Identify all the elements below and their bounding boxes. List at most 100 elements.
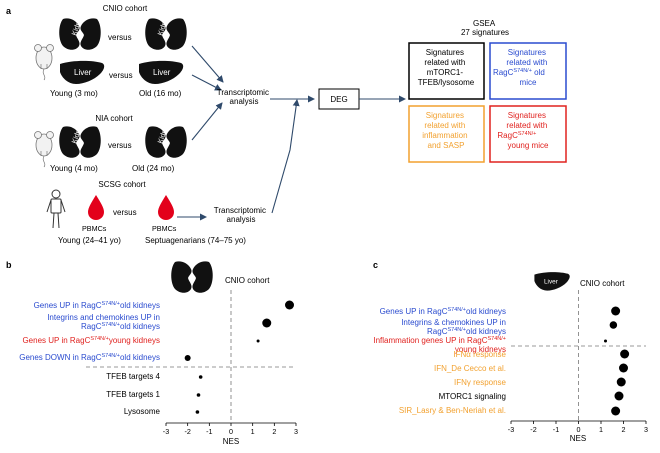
cnio-cohort-title: CNIO cohort bbox=[103, 4, 148, 13]
scsg-young-label: Young (24–41 yo) bbox=[58, 236, 121, 245]
ragc-young-signature-box bbox=[489, 105, 567, 163]
row-label: IFNα response bbox=[453, 350, 506, 359]
scsg-cohort-title: SCSG cohort bbox=[98, 180, 146, 189]
data-point bbox=[285, 300, 294, 310]
panel-b-row-labels: Genes UP in RagCS74N/+old kidneys Integr… bbox=[19, 301, 160, 416]
data-point bbox=[198, 375, 203, 379]
panel-b-label: b bbox=[6, 260, 12, 270]
row-label: Integrins and chemokines UP in bbox=[47, 313, 160, 322]
data-point bbox=[616, 377, 626, 387]
panel-b-dot-plot: -3 -2 -1 0 1 2 3 bbox=[86, 290, 298, 436]
nia-old-label: Old (24 mo) bbox=[132, 164, 175, 173]
nia-young-label: Young (4 mo) bbox=[50, 164, 98, 173]
panel-c-row-labels: Genes UP in RagCS74N/+old kidneys Integr… bbox=[373, 307, 506, 415]
x-tick-label: -3 bbox=[508, 425, 514, 434]
panel-c-xlabel: NES bbox=[570, 434, 586, 443]
versus-label: versus bbox=[109, 71, 133, 80]
x-tick-label: 2 bbox=[622, 425, 626, 434]
transcriptomic-label-1: Transcriptomic analysis bbox=[217, 88, 271, 106]
versus-label: versus bbox=[108, 33, 132, 42]
liver-icon: Liver bbox=[139, 60, 184, 84]
data-point bbox=[611, 306, 621, 316]
row-label: Inflammation genes UP in RagCS74N/+ bbox=[373, 336, 506, 345]
row-label: IFN_De Cecco et al. bbox=[434, 364, 506, 373]
data-point bbox=[609, 321, 618, 329]
cnio-old-label: Old (16 mo) bbox=[139, 89, 182, 98]
data-point bbox=[196, 393, 201, 397]
svg-text:Liver: Liver bbox=[74, 68, 92, 77]
data-point bbox=[620, 349, 630, 359]
versus-label: versus bbox=[108, 141, 132, 150]
x-tick-label: 3 bbox=[294, 427, 298, 436]
row-label: IFNγ response bbox=[454, 378, 507, 387]
inflammation-signature-text: Signatures related with inflammation and… bbox=[422, 111, 470, 150]
ragc-young-signature-text: Signatures related with RagCS74N/+ young… bbox=[497, 111, 549, 150]
gsea-title: GSEA 27 signatures bbox=[461, 19, 509, 37]
row-label: TFEB targets 4 bbox=[106, 372, 160, 381]
svg-text:Liver: Liver bbox=[153, 68, 171, 77]
scsg-old-label: Septuagenarians (74–75 yo) bbox=[145, 236, 246, 245]
kidney-icon: Kidney bbox=[145, 13, 187, 50]
row-label: SIR_Lasry & Ben-Neriah et al. bbox=[399, 406, 506, 415]
ragc-old-signature-box bbox=[489, 42, 567, 100]
x-tick-label: -2 bbox=[530, 425, 536, 434]
row-label: Genes UP in RagCS74N/+old kidneys bbox=[380, 307, 506, 316]
transcriptomic-label-2: Transcriptomic analysis bbox=[214, 206, 268, 224]
kidney-icon bbox=[171, 261, 213, 293]
mtorc1-signature-text: Signatures related with mTORC1- TFEB/lys… bbox=[418, 48, 475, 87]
row-label: Integrins & chemokines UP in bbox=[401, 318, 506, 327]
arrow-icon bbox=[191, 45, 224, 141]
row-label: RagCS74N/+old kidneys bbox=[81, 322, 160, 331]
data-point bbox=[262, 318, 272, 328]
kidney-icon: Kidney bbox=[59, 13, 101, 50]
pbmcs-label: PBMCs bbox=[82, 224, 107, 233]
row-label: TFEB targets 1 bbox=[106, 390, 160, 399]
liver-icon: Liver bbox=[534, 272, 570, 291]
x-tick-label: 1 bbox=[599, 425, 603, 434]
versus-label: versus bbox=[113, 208, 137, 217]
data-point bbox=[195, 410, 200, 414]
panel-b-xlabel: NES bbox=[223, 437, 239, 446]
row-label: MTORC1 signaling bbox=[439, 392, 506, 401]
data-point bbox=[184, 355, 191, 361]
blood-drop-icon bbox=[88, 195, 104, 220]
panel-c-cohort-label: CNIO cohort bbox=[580, 279, 625, 288]
mouse-icon bbox=[34, 131, 54, 168]
panel-c-dot-plot: -3 -2 -1 0 1 2 3 bbox=[508, 290, 648, 434]
data-point bbox=[614, 391, 624, 401]
x-tick-label: 0 bbox=[229, 427, 233, 436]
liver-icon: Liver bbox=[60, 60, 105, 84]
cnio-young-label: Young (3 mo) bbox=[50, 89, 98, 98]
kidney-icon: Kidney bbox=[59, 121, 101, 158]
x-tick-label: -1 bbox=[206, 427, 212, 436]
panel-a-label: a bbox=[6, 6, 12, 16]
x-tick-label: -2 bbox=[184, 427, 190, 436]
x-tick-label: 1 bbox=[251, 427, 255, 436]
data-point bbox=[611, 406, 621, 416]
svg-text:Liver: Liver bbox=[544, 278, 559, 285]
x-tick-label: -3 bbox=[163, 427, 169, 436]
row-label: Genes DOWN in RagCS74N/+old kidneys bbox=[19, 353, 160, 362]
ragc-old-signature-text: Signatures related with RagCS74N/+ old m… bbox=[493, 48, 550, 87]
blood-drop-icon bbox=[158, 195, 174, 220]
data-point bbox=[619, 363, 628, 373]
deg-label: DEG bbox=[330, 95, 347, 104]
mouse-icon bbox=[34, 44, 54, 81]
inflammation-signature-box bbox=[408, 105, 485, 163]
data-point bbox=[256, 339, 260, 343]
row-label: Lysosome bbox=[124, 407, 161, 416]
panel-b-cohort-label: CNIO cohort bbox=[225, 276, 270, 285]
mtorc1-signature-box bbox=[408, 42, 485, 100]
pbmcs-label: PBMCs bbox=[152, 224, 177, 233]
x-tick-label: 2 bbox=[272, 427, 276, 436]
human-icon bbox=[46, 189, 66, 229]
row-label: RagCS74N/+old kidneys bbox=[427, 327, 506, 336]
nia-cohort-title: NIA cohort bbox=[95, 114, 133, 123]
x-tick-label: -1 bbox=[553, 425, 559, 434]
data-point bbox=[604, 339, 607, 343]
x-tick-label: 3 bbox=[644, 425, 648, 434]
row-label: young kidneys bbox=[455, 345, 506, 354]
arrow-icon bbox=[177, 99, 300, 221]
x-tick-label: 0 bbox=[577, 425, 581, 434]
